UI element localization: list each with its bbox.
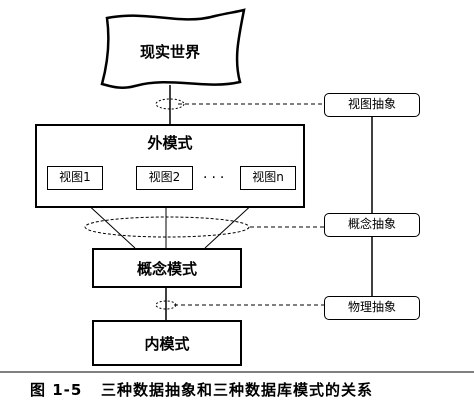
real-world-label: 现实世界 <box>139 43 200 61</box>
view2-box: 视图2 <box>136 166 193 190</box>
internal-schema-box <box>92 320 242 366</box>
internal-schema-label: 内模式 <box>144 335 190 353</box>
view-abstraction-label: 视图抽象 <box>347 97 396 111</box>
view-abstraction-ellipse <box>155 98 185 110</box>
view1-label: 视图1 <box>59 170 91 184</box>
view2-label: 视图2 <box>148 170 181 184</box>
conceptual-schema-box <box>92 248 242 288</box>
figure-number: 图 1-5 <box>30 381 83 399</box>
view-abstraction-box: 视图抽象 <box>324 93 420 117</box>
real-world-shape <box>100 8 246 89</box>
external-schema-label: 外模式 <box>147 134 193 152</box>
concept-abstraction-ellipse <box>84 216 250 238</box>
figure-caption-text: 三种数据抽象和三种数据库模式的关系 <box>101 381 374 399</box>
physical-abstraction-box: 物理抽象 <box>324 296 420 320</box>
physical-abstraction-label: 物理抽象 <box>347 300 396 314</box>
view1-box: 视图1 <box>47 166 103 190</box>
concept-abstraction-box: 概念抽象 <box>324 213 420 237</box>
viewn-box: 视图n <box>240 166 296 190</box>
figure-caption: 图 1-5 三种数据抽象和三种数据库模式的关系 <box>30 379 450 400</box>
viewn-label: 视图n <box>252 170 284 184</box>
concept-abstraction-label: 概念抽象 <box>347 217 396 231</box>
views-ellipsis: ··· <box>203 170 229 186</box>
conceptual-schema-label: 概念模式 <box>136 260 197 278</box>
